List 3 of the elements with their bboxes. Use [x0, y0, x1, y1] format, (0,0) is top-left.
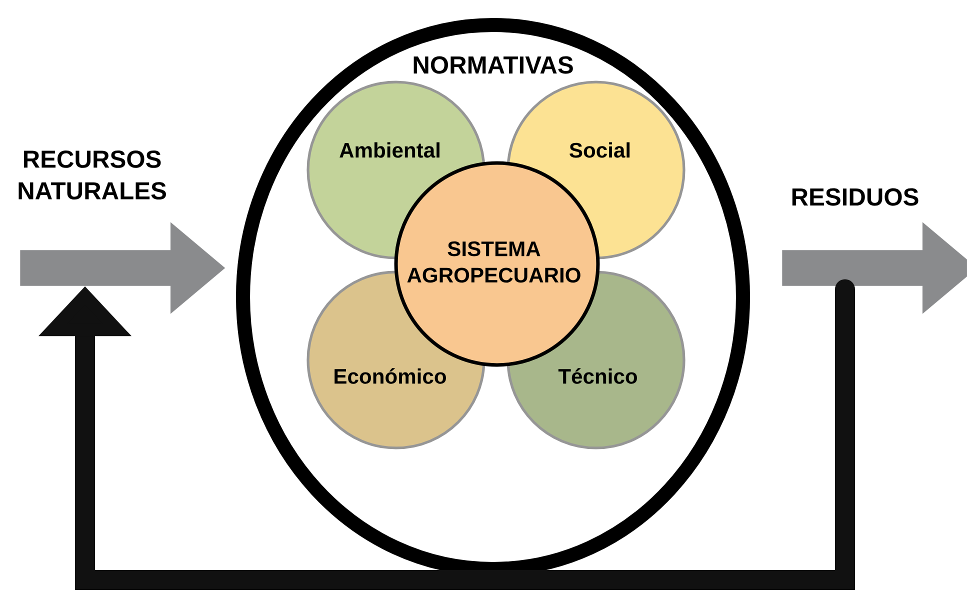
heading-text: RESIDUOS — [792, 188, 918, 206]
heading-text: RECURSOS NATURALES — [18, 150, 166, 200]
arrow — [38, 279, 855, 590]
